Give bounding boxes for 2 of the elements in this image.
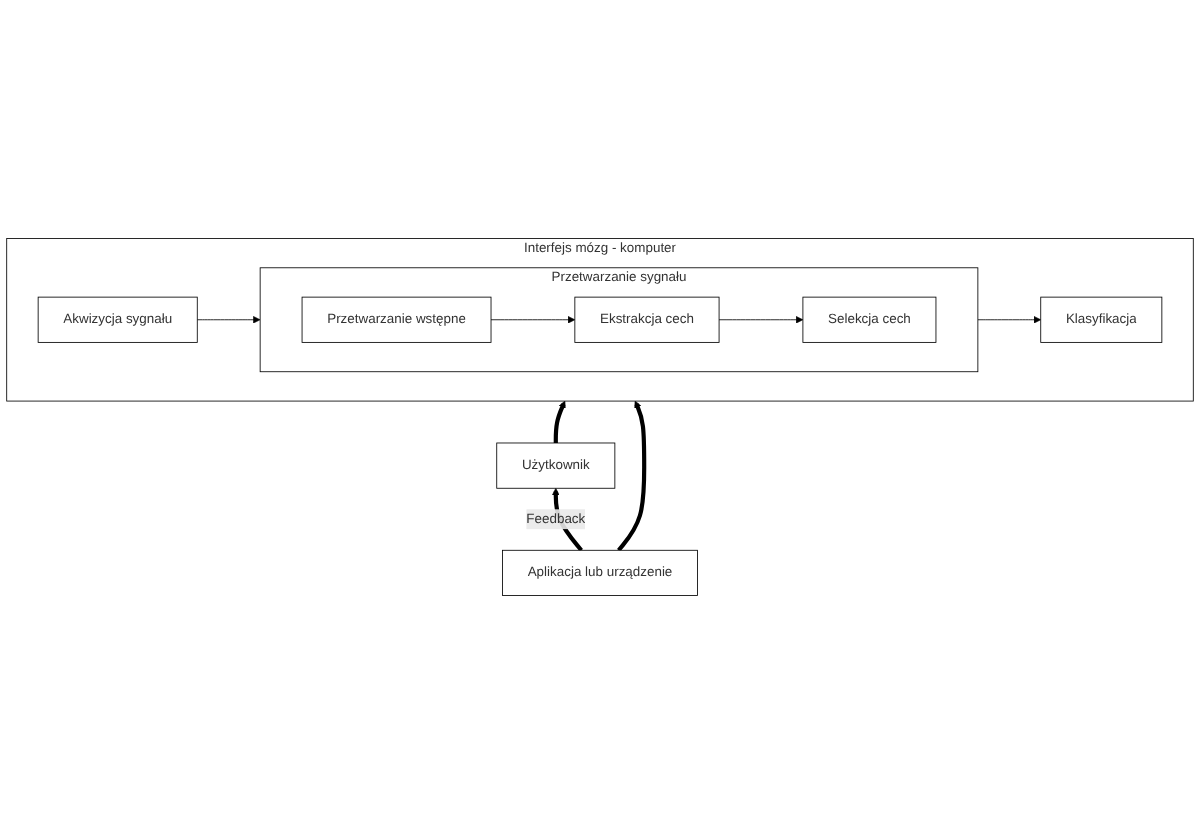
arrow — [617, 400, 647, 552]
arrow — [553, 400, 566, 443]
